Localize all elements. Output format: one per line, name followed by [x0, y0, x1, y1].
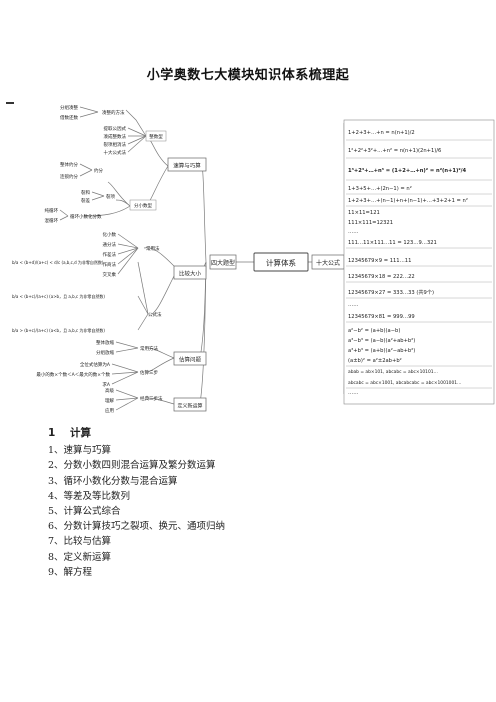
compare-item: 交叉乘	[103, 271, 117, 278]
branch-estimate: 估算问题	[179, 356, 202, 364]
fraction-group-label: 约分	[94, 167, 103, 174]
formula-line: 12345679×27 = 333…33 (共9个)	[348, 288, 434, 296]
speed-sub2: 分小数型	[134, 202, 152, 209]
formula-line: ……	[348, 302, 358, 308]
speed-sub1-item: 裂项相消法	[104, 141, 127, 148]
speed-sub1-item: 提取公因式	[104, 125, 127, 132]
estimate-sub1: 常用方法	[140, 345, 158, 352]
formula-line: (a±b)² = a²±2ab+b²	[348, 358, 402, 364]
formula-line: abcabc = abc×1001, abcabcabc = abc×10010…	[348, 380, 461, 386]
speed-sub1: 整数型	[149, 133, 163, 140]
compare-method2: 公式法	[148, 311, 162, 318]
formula-line: 111×111=12321	[348, 220, 393, 226]
estimate-sub2: 估算三步	[140, 369, 158, 376]
newop-item: 理解	[105, 397, 114, 404]
speed-group-item: 借数还数	[60, 114, 78, 121]
estimate-item: 最小的数×个数＜A＜最大的数×个数	[36, 371, 110, 378]
list-item: 1、速算与巧算	[48, 445, 112, 457]
estimate-item: 分组放缩	[96, 349, 114, 356]
estimate-item: 整体放缩	[96, 339, 114, 346]
mindmap-center: 计算体系	[266, 258, 296, 268]
speed-sub1-item: 十大公式法	[104, 149, 127, 156]
page-title: 小学奥数七大模块知识体系梳理起	[146, 68, 350, 83]
section-heading: 1 计算	[48, 426, 468, 441]
list-item: 2、分数小数四则混合运算及繁分数运算	[48, 460, 216, 472]
fraction-item: 裂差	[81, 197, 90, 204]
formula-line: abab = ab×101, abcabc = abc×10101…	[348, 369, 438, 375]
fraction-item: 连锁约分	[60, 173, 78, 180]
compare-formula: b/a < (b+d)/(a+c) < d/c (a,b,c,d 为非零自然数)	[12, 259, 104, 265]
left-hub: 四大题型	[211, 259, 235, 267]
formula-line: 11×11=121	[348, 210, 380, 216]
formula-line: 12345679×81 = 999…99	[348, 314, 415, 320]
speed-sub1-item: 凑成整数法	[104, 133, 127, 140]
topic-list: 1 计算 1、速算与巧算 2、分数小数四则混合运算及繁分数运算 3、循环小数化分数…	[48, 426, 468, 580]
fraction-item: 整体约分	[60, 161, 78, 168]
formula-line: ……	[348, 229, 358, 235]
list-item: 5、计算公式综合	[48, 506, 121, 518]
fraction-group-label: 循环小数化分数	[70, 213, 102, 220]
formula-line: 12345679×9 = 111…11	[348, 258, 411, 264]
branch-speed: 速算与巧算	[173, 162, 201, 170]
section-number: 1	[48, 427, 56, 439]
newop-item: 高级	[105, 387, 114, 394]
formula-line: a²−b² = (a+b)(a−b)	[348, 328, 400, 334]
formula-line: 1²+2²+3²+…+n² = n(n+1)(2n+1)/6	[348, 148, 441, 154]
branch-compare: 比较大小	[179, 270, 202, 278]
estimate-item: 全位式估算为A	[80, 361, 111, 368]
formula-line: 1+3+5+…+(2n−1) = n²	[348, 186, 412, 192]
formula-line: 1+2+3+…+n = n(n+1)/2	[348, 130, 415, 136]
formula-line: a³+b³ = (a+b)(a²−ab+b²)	[348, 348, 415, 354]
knowledge-mindmap: 计算体系 四大题型 十大公式 速算与巧算 整数型 提取公因式 凑成整数法 裂项相…	[8, 96, 496, 414]
fraction-group-label: 裂项	[106, 193, 115, 200]
estimate-item: 求A	[102, 381, 110, 388]
speed-group-label: 凑整的方法	[102, 109, 125, 116]
formula-line: 1³+2³+…+n³ = (1+2+…+n)² = n²(n+1)²/4	[348, 168, 467, 174]
margin-mark	[6, 102, 14, 104]
section-title: 计算	[70, 427, 91, 439]
compare-item: 化小数	[103, 231, 117, 238]
right-hub: 十大公式	[316, 259, 340, 267]
list-item: 4、等差及等比数列	[48, 490, 131, 502]
list-item: 8、定义新运算	[48, 551, 112, 563]
compare-formula: b/a > (b+c)/(a+c) (a<b，且 a,b,c 为非零自然数)	[12, 327, 105, 333]
speed-group-item: 分组凑整	[60, 104, 78, 111]
compare-method1: 常用法	[146, 245, 160, 252]
compare-item: 作商法	[103, 261, 117, 268]
fraction-item: 纯循环	[45, 207, 59, 214]
list-item: 3、循环小数化分数与混合运算	[48, 475, 178, 487]
compare-item: 通分法	[103, 241, 117, 248]
formula-line: 1+2+3+…+(n−1)+n+(n−1)+…+3+2+1 = n²	[348, 198, 468, 204]
formula-line: 111…11×111…11 = 123…9…321	[348, 240, 437, 246]
formula-line: ……	[348, 390, 358, 396]
compare-item: 作差法	[103, 251, 117, 258]
compare-formula: b/a < (b+c)/(a+c) (a>b，且 a,b,c 为非零自然数)	[12, 293, 105, 299]
fraction-item: 裂和	[81, 189, 90, 196]
branch-newop: 定义新运算	[177, 403, 202, 410]
fraction-item: 混循环	[45, 217, 59, 224]
formula-line: 12345679×18 = 222…22	[348, 274, 415, 280]
newop-sub: 经典三步法	[140, 395, 163, 402]
list-item: 6、分数计算技巧之裂项、换元、通项归纳	[48, 521, 226, 533]
newop-item: 应用	[105, 407, 114, 414]
list-item: 7、比较与估算	[48, 536, 112, 548]
list-item: 9、解方程	[48, 566, 93, 578]
formula-line: a³−b³ = (a−b)(a²+ab+b²)	[348, 338, 415, 344]
